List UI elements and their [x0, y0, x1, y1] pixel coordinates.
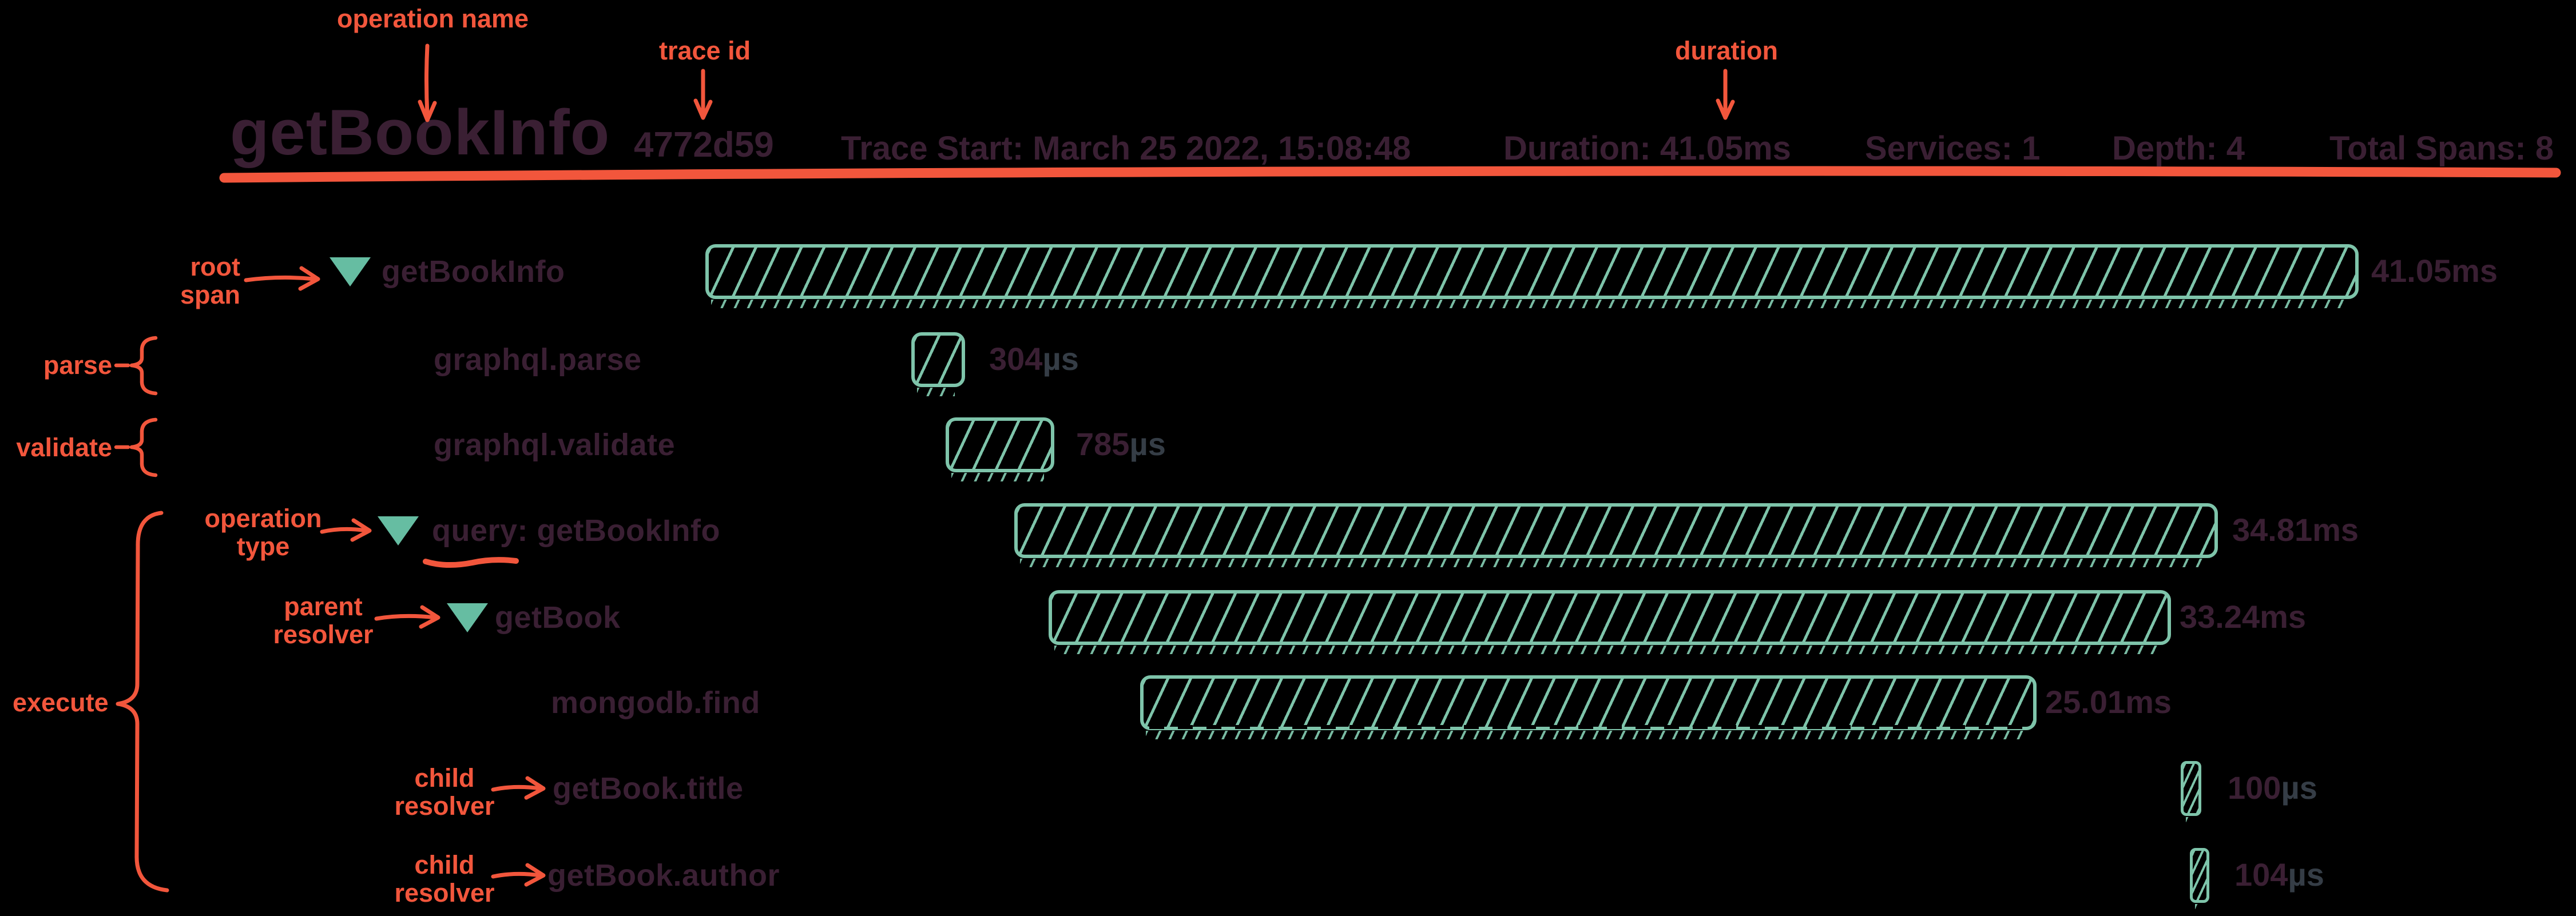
- duration-unit: µs: [1042, 341, 1079, 377]
- duration-unit: ms: [2125, 684, 2172, 720]
- span-bar[interactable]: [705, 244, 2359, 308]
- trace-services: Services: 1: [1865, 130, 2041, 167]
- trace-id-arrow: [693, 69, 713, 120]
- span-label[interactable]: getBook.author: [547, 858, 780, 893]
- span-duration: 33.24ms: [2180, 599, 2306, 635]
- annotation-root-span-line2: span: [180, 280, 240, 309]
- annotation-operation-type-line1: operation: [204, 504, 322, 533]
- annotation-parent-resolver-line1: parent: [284, 592, 363, 621]
- span-label[interactable]: graphql.validate: [434, 428, 676, 462]
- annotation-parent-resolver-line2: resolver: [273, 620, 374, 649]
- parse-brace: [114, 336, 158, 396]
- duration-value: 25.01: [2045, 684, 2126, 720]
- span-bar[interactable]: [946, 417, 1054, 481]
- duration-value: 785: [1076, 426, 1130, 462]
- span-duration: 41.05ms: [2371, 253, 2498, 289]
- duration-unit: µs: [2288, 857, 2324, 893]
- span-duration: 100µs: [2228, 770, 2317, 806]
- span-duration: 25.01ms: [2045, 684, 2172, 720]
- annotation-parent-resolver: parent resolver: [249, 592, 398, 648]
- annotation-root-span: root span: [154, 253, 240, 309]
- duration-value: 34.81: [2232, 512, 2313, 548]
- duration-value: 100: [2228, 770, 2281, 806]
- span-label[interactable]: getBook: [495, 600, 621, 635]
- annotation-duration: duration: [1675, 36, 1778, 65]
- duration-unit: ms: [2260, 599, 2307, 635]
- annotation-child-resolver-1-line1: child: [414, 763, 475, 792]
- annotation-parse: parse: [43, 351, 112, 380]
- span-label[interactable]: mongodb.find: [551, 686, 760, 720]
- duration-unit: ms: [2312, 512, 2359, 548]
- operation-type-underline: [423, 557, 519, 568]
- annotation-root-span-line1: root: [190, 252, 240, 281]
- duration-value: 41.05: [2371, 253, 2452, 289]
- span-duration: 104µs: [2234, 857, 2324, 893]
- annotation-child-resolver-2-line1: child: [414, 850, 475, 879]
- span-bar[interactable]: [2190, 848, 2209, 913]
- chevron-down-icon[interactable]: [378, 516, 419, 545]
- span-bar[interactable]: [911, 332, 965, 396]
- span-label[interactable]: getBook.title: [553, 771, 744, 806]
- span-bar[interactable]: [1140, 675, 2037, 739]
- trace-total-spans: Total Spans: 8: [2329, 130, 2554, 167]
- annotation-execute: execute: [13, 688, 109, 717]
- root-span-arrow: [244, 266, 320, 291]
- duration-unit: µs: [1129, 426, 1166, 462]
- execute-brace: [116, 511, 169, 893]
- annotation-trace-id: trace id: [659, 36, 751, 65]
- span-duration: 304µs: [989, 341, 1079, 377]
- span-bar[interactable]: [2181, 761, 2201, 826]
- duration-value: 33.24: [2180, 599, 2260, 635]
- annotation-child-resolver-1-line2: resolver: [394, 791, 495, 821]
- annotation-validate: validate: [16, 433, 112, 462]
- span-bar[interactable]: [1014, 503, 2218, 567]
- duration-unit: µs: [2281, 770, 2317, 806]
- trace-depth: Depth: 4: [2112, 130, 2245, 167]
- span-duration: 785µs: [1076, 427, 1166, 462]
- page-title: getBookInfo: [230, 97, 610, 168]
- annotation-child-resolver-2: child resolver: [370, 851, 519, 907]
- annotation-operation-name: operation name: [337, 4, 529, 33]
- annotation-child-resolver-1: child resolver: [370, 764, 519, 820]
- validate-brace: [114, 417, 158, 477]
- span-label[interactable]: graphql.parse: [434, 342, 642, 377]
- chevron-down-icon[interactable]: [330, 257, 371, 286]
- header-rule: [219, 166, 2561, 183]
- annotation-child-resolver-2-line2: resolver: [394, 878, 495, 907]
- span-label[interactable]: query: getBookInfo: [432, 513, 720, 548]
- duration-value: 304: [989, 341, 1043, 377]
- trace-start: Trace Start: March 25 2022, 15:08:48: [841, 130, 1411, 167]
- duration-value: 104: [2234, 857, 2288, 893]
- trace-id-value: 4772d59: [634, 125, 774, 165]
- chevron-down-icon[interactable]: [447, 603, 488, 632]
- span-duration: 34.81ms: [2232, 512, 2359, 548]
- span-label[interactable]: getBookInfo: [382, 254, 565, 289]
- duration-unit: ms: [2451, 253, 2498, 289]
- annotation-operation-type-line2: type: [236, 532, 290, 561]
- trace-duration: Duration: 41.05ms: [1503, 130, 1791, 167]
- span-bar[interactable]: [1049, 590, 2171, 654]
- duration-arrow: [1716, 69, 1735, 120]
- annotation-operation-type: operation type: [189, 504, 338, 560]
